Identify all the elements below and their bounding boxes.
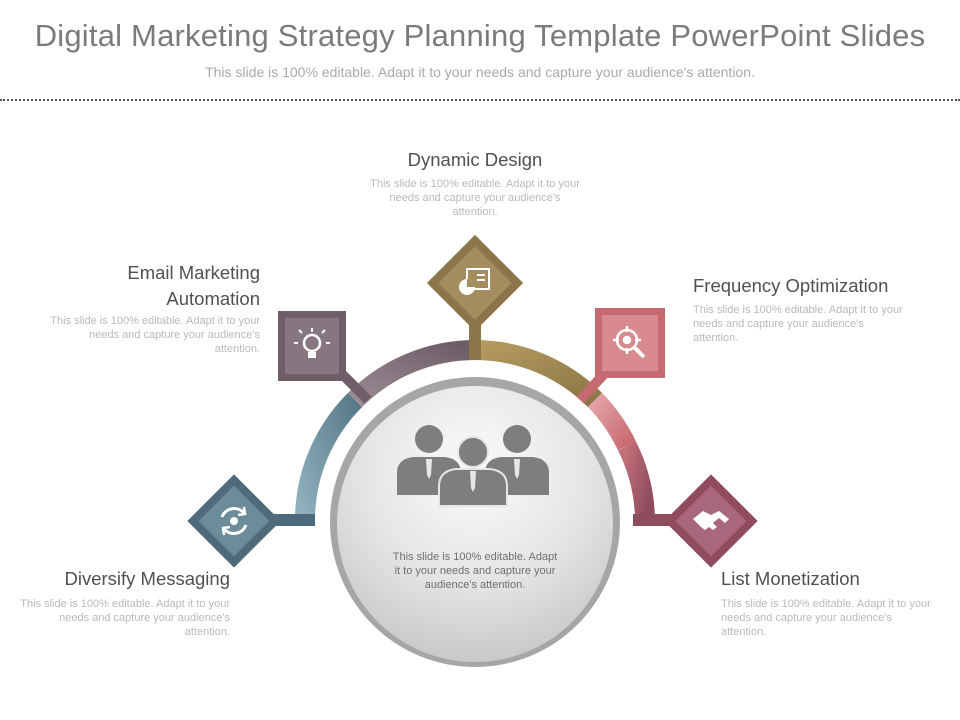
lightbulb-icon xyxy=(294,328,330,358)
label-diversify-messaging: Diversify Messaging xyxy=(64,568,230,589)
desc-list-monetization: This slide is 100% editable. Adapt it to… xyxy=(721,598,931,638)
refresh-gear-icon xyxy=(220,506,248,536)
handshake-icon xyxy=(693,511,729,530)
arc-segment-blue xyxy=(295,392,363,521)
slide-subtitle: This slide is 100% editable. Adapt it to… xyxy=(205,64,755,80)
people-group-icon xyxy=(397,425,549,507)
label-frequency-optimization: Frequency Optimization xyxy=(693,275,889,296)
arc-segment-mauve xyxy=(347,340,476,408)
presentation-chart-icon xyxy=(459,268,490,295)
arc-segment-pink xyxy=(587,393,637,451)
dynamic-design-icon-tile xyxy=(426,234,524,332)
label-email-marketing-automation: Email Marketing Automation xyxy=(127,262,260,309)
arc-segment-wine xyxy=(617,441,655,521)
email-icon-tile xyxy=(278,311,346,381)
label-dynamic-design: Dynamic Design xyxy=(407,149,543,170)
center-description: This slide is 100% editable. Adapt it to… xyxy=(392,551,558,591)
list-monetization-icon-tile xyxy=(664,474,758,568)
desc-diversify-messaging: This slide is 100% editable. Adapt it to… xyxy=(20,598,230,638)
slide-title: Digital Marketing Strategy Planning Temp… xyxy=(34,18,926,53)
label-list-monetization: List Monetization xyxy=(721,568,860,589)
desc-frequency-optimization: This slide is 100% editable. Adapt it to… xyxy=(693,304,903,344)
frequency-icon-tile xyxy=(595,308,665,378)
header-divider xyxy=(0,99,960,101)
center-circle xyxy=(337,386,613,662)
desc-email-marketing-automation: This slide is 100% editable. Adapt it to… xyxy=(50,315,260,355)
connector-diversify xyxy=(270,514,315,526)
magnifier-target-icon xyxy=(613,326,646,359)
diversify-icon-tile xyxy=(187,474,281,568)
desc-dynamic-design: This slide is 100% editable. Adapt it to… xyxy=(370,178,580,218)
connector-dynamic xyxy=(469,318,481,360)
